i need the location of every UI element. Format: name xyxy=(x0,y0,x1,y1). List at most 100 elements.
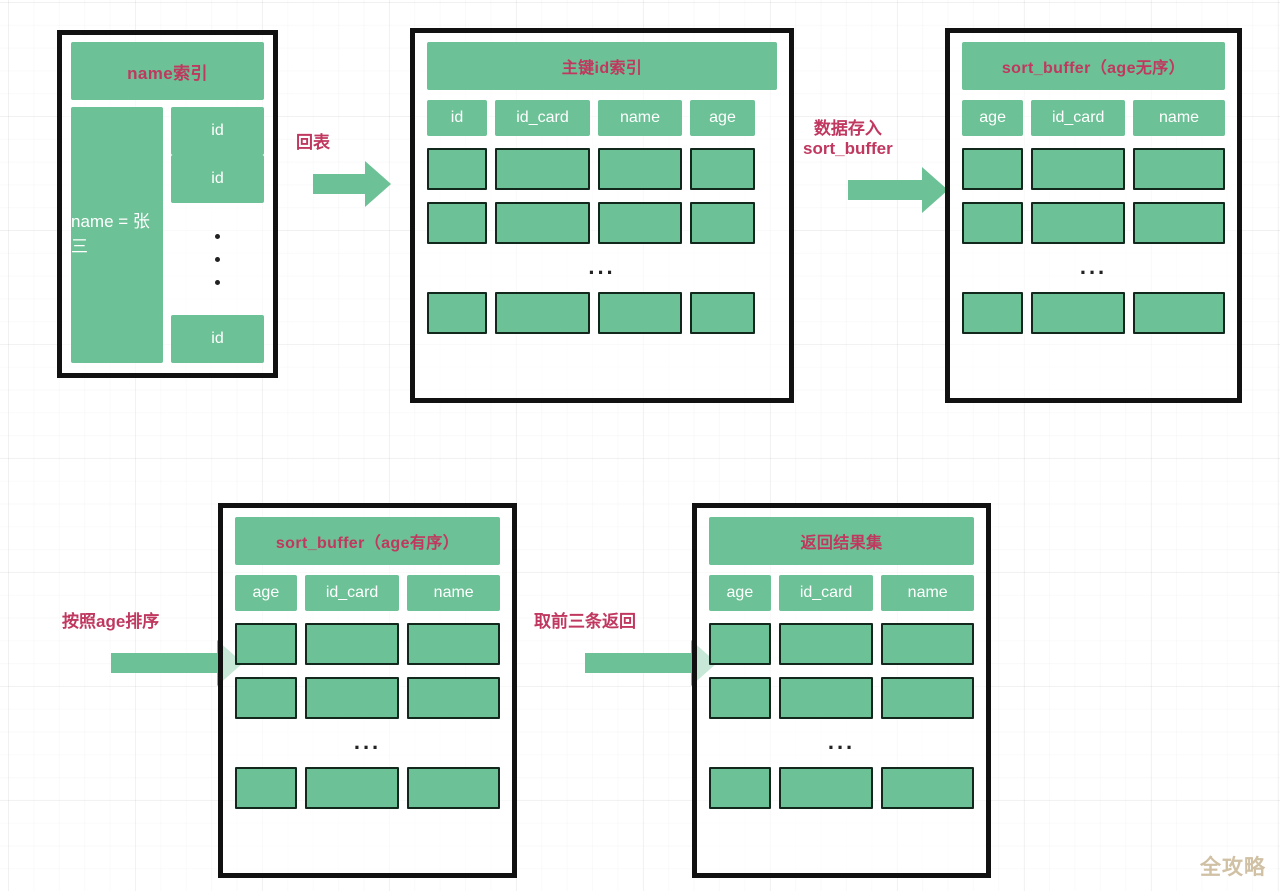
table-cell xyxy=(598,292,682,334)
table-cell xyxy=(427,202,487,244)
sort-buffer-unsorted-column-headers: age id_card name xyxy=(962,100,1225,136)
column-header-age: age xyxy=(962,100,1024,136)
panel-sort-buffer-sorted: sort_buffer（age有序） age id_card name ... xyxy=(218,503,517,878)
name-index-id-cell: id xyxy=(171,155,264,203)
panel-sort-buffer-sorted-title: sort_buffer（age有序） xyxy=(235,517,500,565)
arrow-label-take-first-three: 取前三条返回 xyxy=(534,612,636,631)
panel-name-index: name索引 name = 张三 id id id xyxy=(57,30,278,378)
table-cell xyxy=(1031,148,1126,190)
panel-result-set: 返回结果集 age id_card name ... xyxy=(692,503,991,878)
table-cell xyxy=(1031,202,1126,244)
table-cell xyxy=(304,623,400,665)
table-cell xyxy=(881,767,974,809)
table-cell xyxy=(690,148,755,190)
table-row xyxy=(235,677,500,719)
table-cell xyxy=(427,292,487,334)
panel-sort-buffer-unsorted: sort_buffer（age无序） age id_card name ... xyxy=(945,28,1242,403)
panel-primary-key-index: 主键id索引 id id_card name age ... xyxy=(410,28,794,403)
table-cell xyxy=(1031,292,1126,334)
table-row xyxy=(962,148,1225,190)
arrow-group-sort-by-age: 按照age排序 xyxy=(62,612,243,687)
table-cell xyxy=(495,148,590,190)
table-cell xyxy=(304,677,400,719)
table-row xyxy=(709,677,974,719)
panel-primary-key-index-title: 主键id索引 xyxy=(427,42,777,90)
table-cell xyxy=(407,623,500,665)
watermark: 全攻略 xyxy=(1200,856,1266,879)
result-set-column-headers: age id_card name xyxy=(709,575,974,611)
column-header-name: name xyxy=(1133,100,1225,136)
column-header-id: id xyxy=(427,100,487,136)
arrow-label-store-sort-buffer: 数据存入 sort_buffer xyxy=(803,119,893,159)
panel-name-index-title: name索引 xyxy=(71,42,264,100)
table-row xyxy=(962,202,1225,244)
column-header-age: age xyxy=(690,100,755,136)
table-cell xyxy=(235,767,297,809)
column-header-id-card: id_card xyxy=(495,100,590,136)
arrow-group-take-first-three: 取前三条返回 xyxy=(534,612,717,687)
table-cell xyxy=(495,292,590,334)
table-row xyxy=(709,767,974,809)
table-cell xyxy=(690,292,755,334)
table-cell xyxy=(1133,202,1225,244)
column-header-id-card: id_card xyxy=(778,575,874,611)
rows-ellipsis: ... xyxy=(588,254,616,279)
dot-icon xyxy=(215,233,220,239)
column-header-name: name xyxy=(407,575,500,611)
column-header-name: name xyxy=(881,575,974,611)
column-header-id-card: id_card xyxy=(304,575,400,611)
table-cell xyxy=(1133,148,1225,190)
dot-icon xyxy=(215,256,220,262)
table-cell xyxy=(709,623,771,665)
table-cell xyxy=(304,767,400,809)
table-cell xyxy=(495,202,590,244)
table-cell xyxy=(1133,292,1225,334)
table-cell xyxy=(235,623,297,665)
table-cell xyxy=(881,623,974,665)
table-row xyxy=(235,767,500,809)
rows-ellipsis: ... xyxy=(1079,254,1108,279)
arrow-label-huibiao: 回表 xyxy=(296,133,330,152)
table-cell xyxy=(598,148,682,190)
arrow-label-sort-by-age: 按照age排序 xyxy=(62,612,160,631)
panel-result-set-title: 返回结果集 xyxy=(709,517,974,565)
table-cell xyxy=(407,677,500,719)
table-row xyxy=(235,623,500,665)
column-header-age: age xyxy=(709,575,771,611)
name-index-body: name = 张三 id id id xyxy=(71,107,264,363)
column-header-age: age xyxy=(235,575,297,611)
table-cell xyxy=(407,767,500,809)
table-cell xyxy=(962,292,1024,334)
table-cell xyxy=(962,202,1024,244)
table-cell xyxy=(690,202,755,244)
table-row xyxy=(427,202,777,244)
table-row xyxy=(962,292,1225,334)
pk-index-column-headers: id id_card name age xyxy=(427,100,777,136)
table-cell xyxy=(778,623,874,665)
table-cell xyxy=(235,677,297,719)
table-row xyxy=(427,148,777,190)
rows-ellipsis: ... xyxy=(353,729,382,754)
name-index-id-list: id id id xyxy=(171,107,264,363)
table-cell xyxy=(881,677,974,719)
table-cell xyxy=(427,148,487,190)
arrow-group-huibiao: 回表 xyxy=(296,133,391,208)
column-header-id-card: id_card xyxy=(1031,100,1126,136)
table-cell xyxy=(598,202,682,244)
name-index-key-label: name = 张三 xyxy=(71,107,163,363)
table-cell xyxy=(778,767,874,809)
name-index-id-cell: id xyxy=(171,315,264,363)
column-header-name: name xyxy=(598,100,682,136)
table-cell xyxy=(962,148,1024,190)
name-index-id-cell: id xyxy=(171,107,264,155)
dot-icon xyxy=(215,279,220,285)
table-cell xyxy=(778,677,874,719)
arrow-group-store-sort-buffer: 数据存入 sort_buffer xyxy=(803,119,948,214)
table-row xyxy=(709,623,974,665)
sort-buffer-sorted-column-headers: age id_card name xyxy=(235,575,500,611)
vertical-ellipsis xyxy=(171,203,264,315)
table-row xyxy=(427,292,777,334)
table-cell xyxy=(709,677,771,719)
rows-ellipsis: ... xyxy=(827,729,856,754)
